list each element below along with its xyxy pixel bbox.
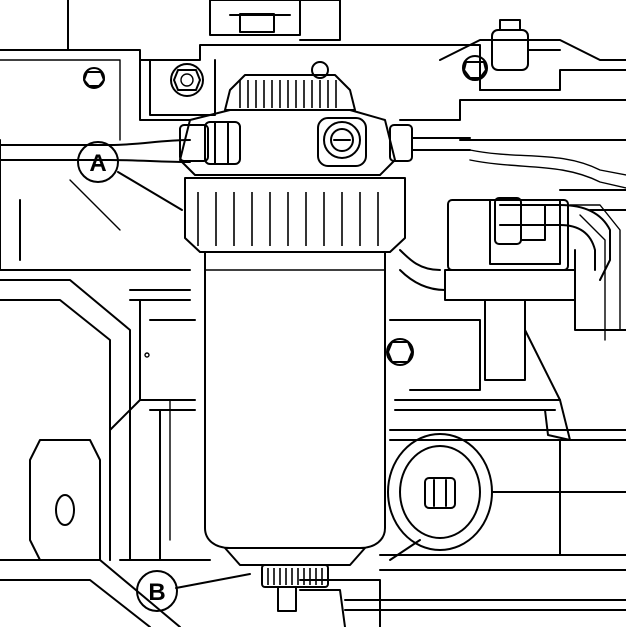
callout-b: B bbox=[136, 570, 251, 612]
callout-a: A bbox=[77, 141, 183, 211]
filter-collar bbox=[184, 177, 406, 253]
fuel-filter bbox=[179, 74, 471, 612]
filter-canister bbox=[204, 251, 386, 549]
callout-a-label: A bbox=[89, 150, 106, 177]
callout-b-label: B bbox=[148, 579, 165, 606]
drain-valve bbox=[261, 564, 329, 588]
filter-bowl-bottom bbox=[224, 547, 366, 566]
